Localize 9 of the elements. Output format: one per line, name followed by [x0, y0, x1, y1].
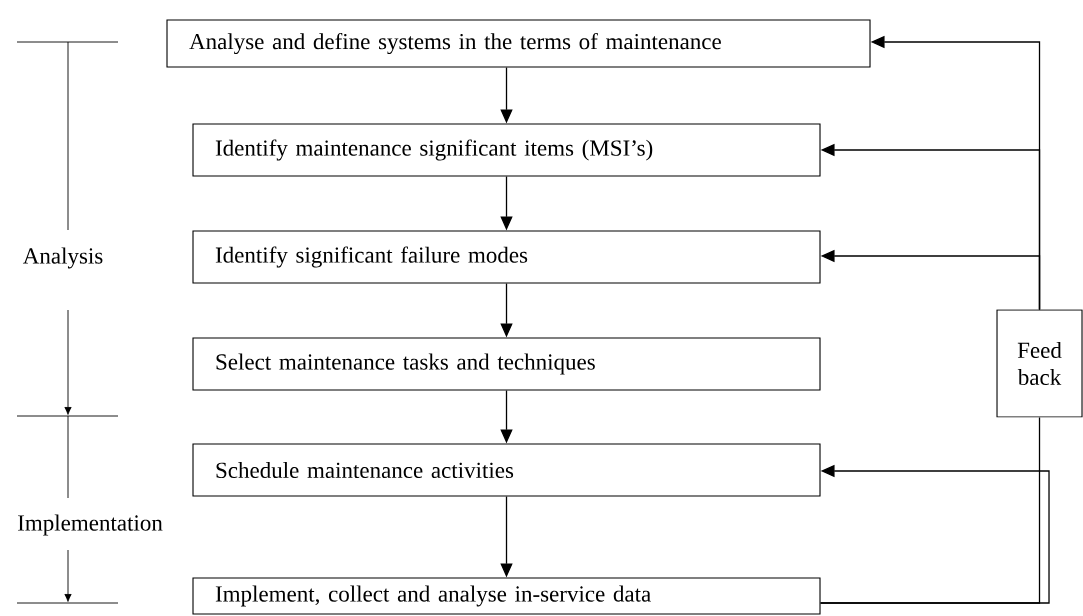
- process-box: Identify maintenance significant items (MSI’s): [192, 123, 821, 177]
- process-box: Select maintenance tasks and techniques: [192, 337, 821, 391]
- process-box: Implement, collect and analyse in-service data: [192, 577, 821, 615]
- process-box: Analyse and define systems in the terms of maintenance: [166, 19, 871, 68]
- feedback-box: Feed back: [996, 309, 1083, 418]
- phase-label: Analysis: [22, 247, 103, 269]
- process-box: Identify significant failure modes: [192, 230, 821, 284]
- process-box: Schedule maintenance activities: [192, 443, 821, 497]
- phase-label: Implementation: [18, 514, 163, 536]
